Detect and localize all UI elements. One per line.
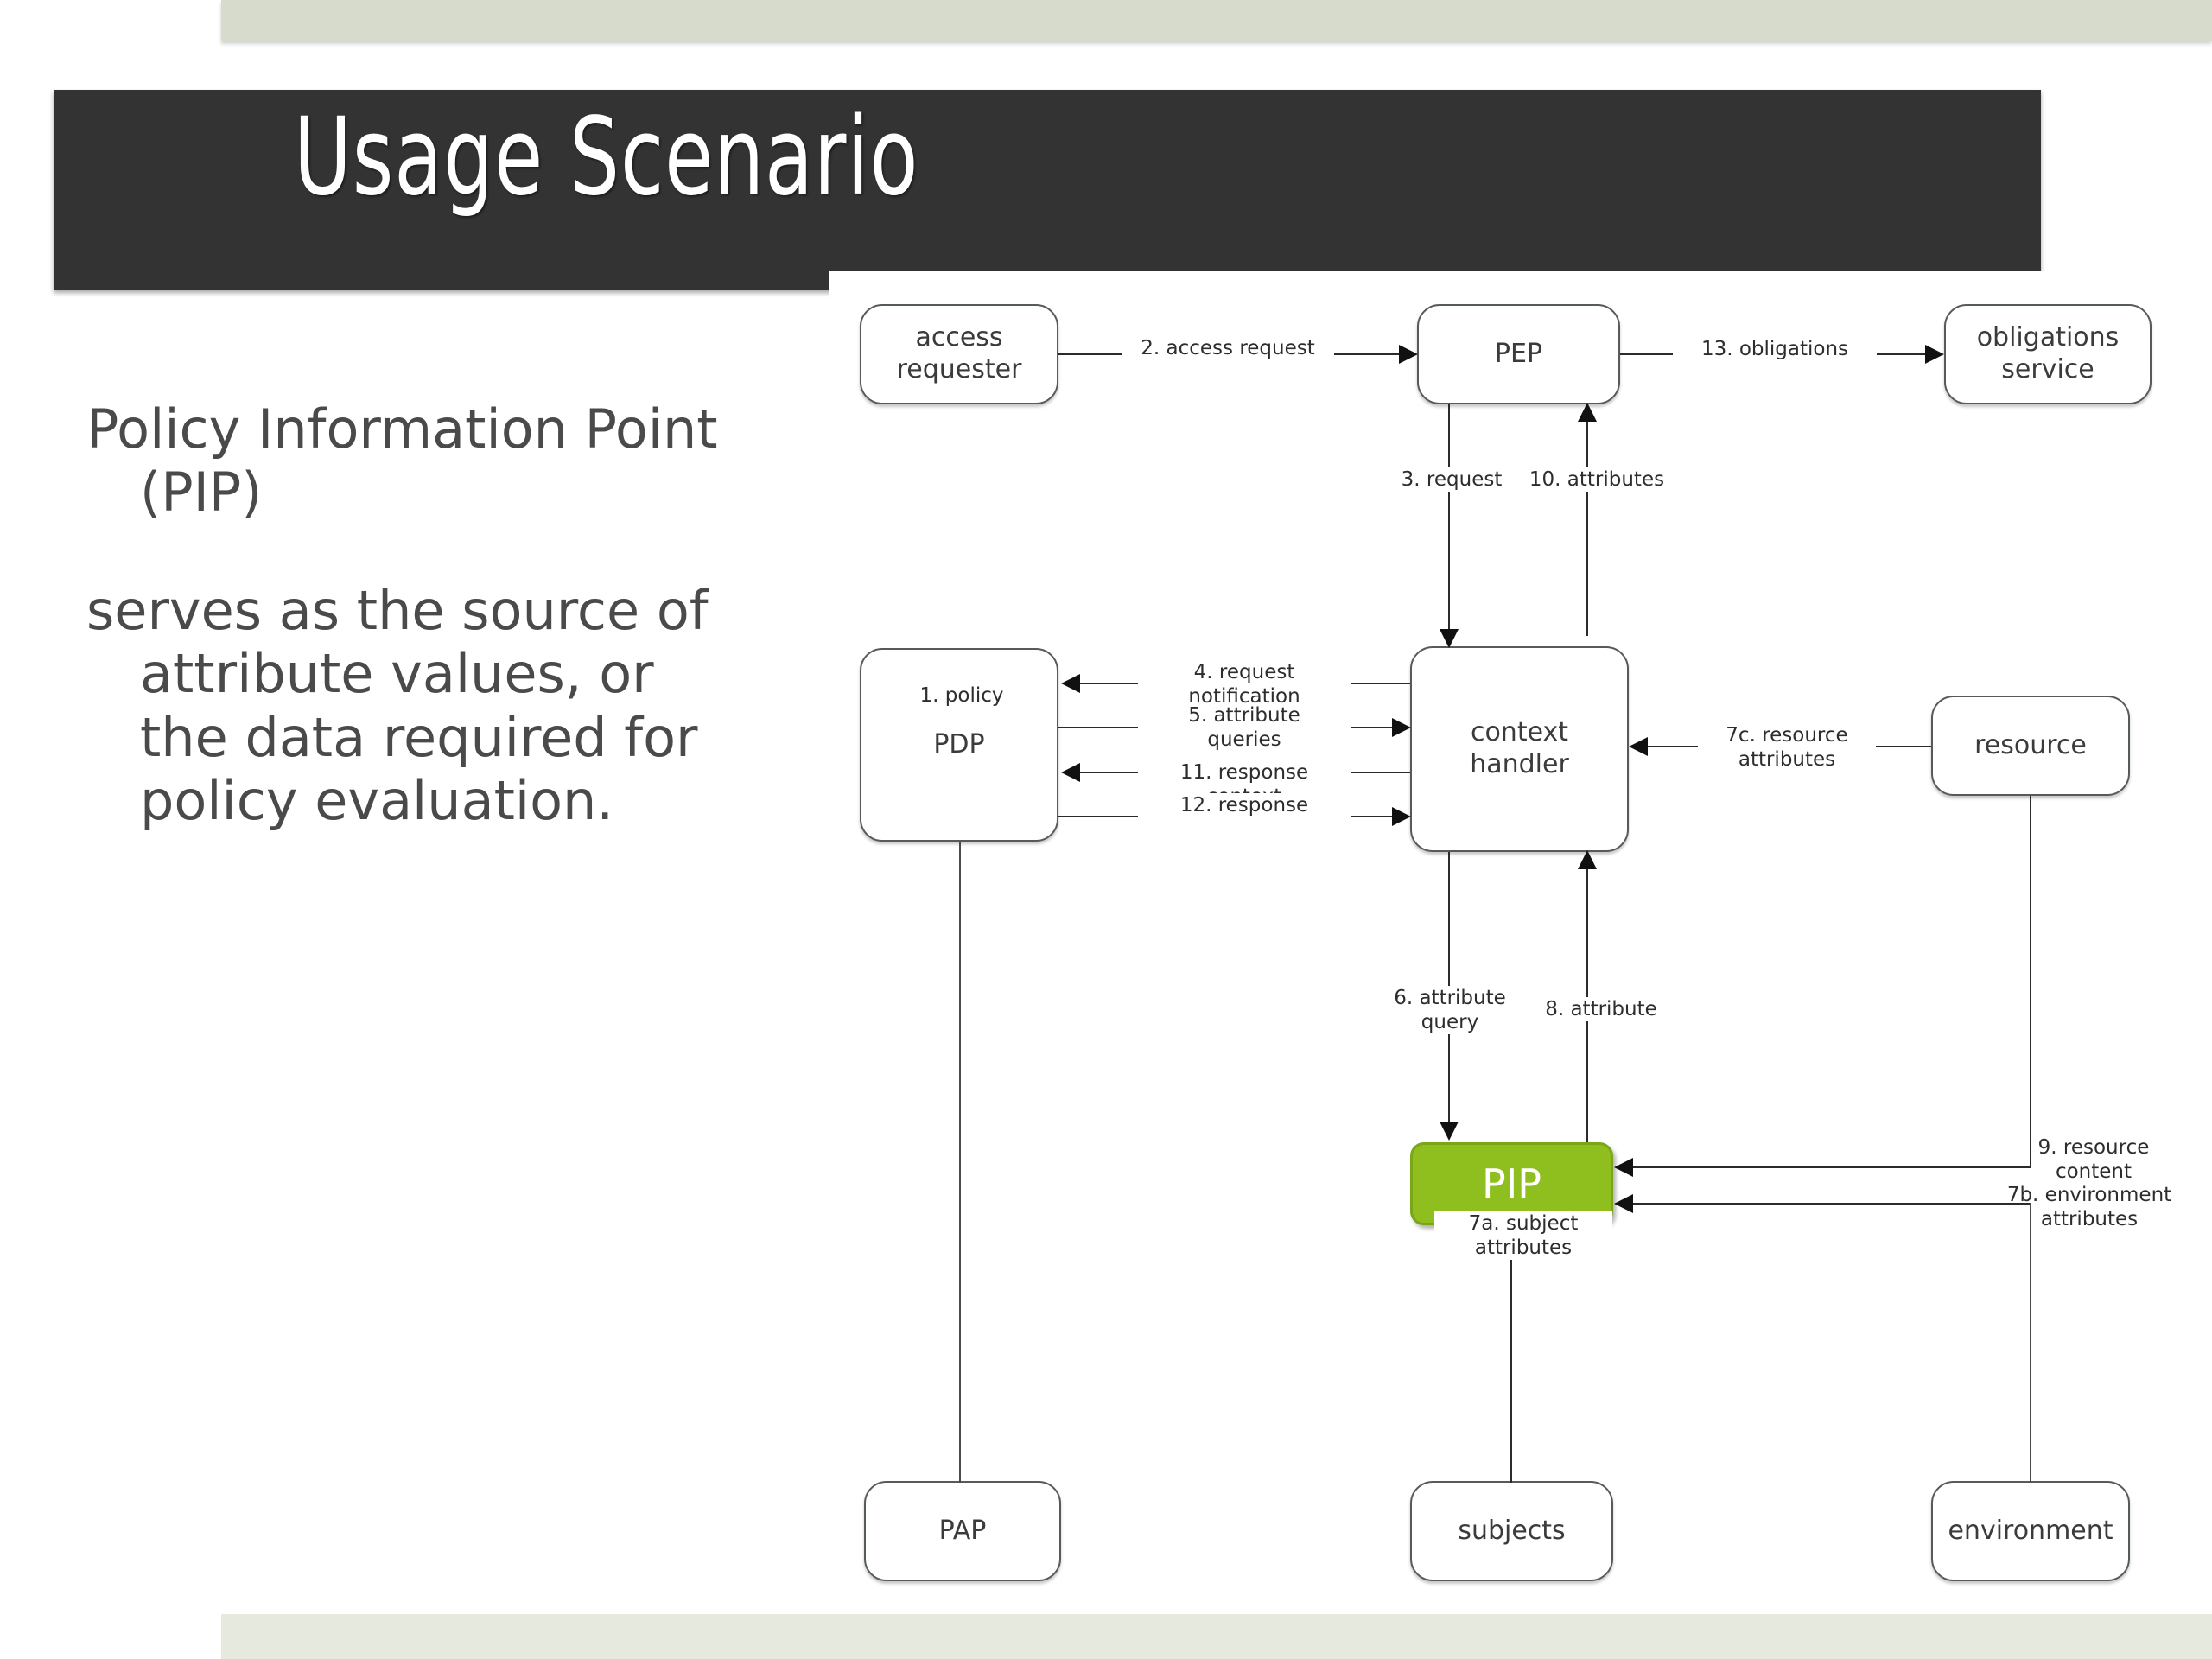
edge-label-11: 12. response	[1138, 793, 1351, 818]
body-paragraph-1-rest: (PIP)	[140, 461, 263, 524]
body-paragraph-1-lead: Policy Information Point	[86, 397, 718, 461]
edge-arrow-7b	[1614, 1194, 1633, 1213]
edge-label-7b: 7b. environment attributes	[2006, 1184, 2172, 1231]
body-paragraph-2-lead: serves as the source of	[86, 579, 709, 643]
node-pdp-label: PDP	[933, 728, 985, 760]
node-pip-label: PIP	[1481, 1160, 1542, 1207]
node-context-handler[interactable]: context handler	[1410, 646, 1629, 852]
edge-line-12	[1586, 420, 1588, 636]
edge-arrow-13	[1925, 345, 1944, 364]
edge-line-1	[959, 842, 961, 1483]
body-paragraph-2-rest: attribute values, or the data required f…	[140, 642, 698, 832]
edge-line-environment-stem	[2030, 1203, 2031, 1483]
node-pap-label: PAP	[938, 1515, 987, 1546]
node-subjects[interactable]: subjects	[1410, 1481, 1613, 1581]
node-access-requester-label: access requester	[896, 322, 1022, 385]
slide-band-top	[221, 0, 2212, 41]
edge-arrow-3	[1440, 629, 1459, 648]
edge-line-7c-vert	[2030, 796, 2031, 1167]
edge-arrow-4	[1061, 674, 1080, 693]
edge-line-3	[1448, 404, 1450, 633]
body-paragraph-1: Policy Information Point (PIP)	[86, 397, 812, 524]
edge-arrow-8	[1578, 850, 1597, 869]
edge-label-7c: 9. resource content	[2037, 1136, 2150, 1184]
edge-arrow-10	[1061, 763, 1080, 782]
edge-label-7a: 7a. subject attributes	[1434, 1211, 1612, 1261]
node-environment[interactable]: environment	[1931, 1481, 2130, 1581]
edge-line-7c-horiz	[1633, 1166, 2031, 1168]
edge-label-3: 3. request	[1369, 467, 1535, 493]
node-pap[interactable]: PAP	[864, 1481, 1061, 1581]
edge-line-7b-horiz	[1633, 1203, 2031, 1205]
page-title: Usage Scenario	[294, 95, 919, 219]
slide-body-text: Policy Information Point (PIP) serves as…	[86, 397, 812, 887]
node-resource-label: resource	[1974, 729, 2087, 760]
edge-label-4: 4. request notification	[1138, 660, 1351, 709]
node-environment-label: environment	[1948, 1515, 2113, 1546]
edge-label-1: 1. policy	[899, 683, 1025, 709]
node-resource[interactable]: resource	[1931, 696, 2130, 796]
edge-arrow-7c	[1614, 1158, 1633, 1177]
edge-label-13: 13. obligations	[1673, 337, 1877, 362]
node-pdp[interactable]: PDP	[860, 648, 1058, 842]
edge-label-6: 6. attribute query	[1365, 986, 1535, 1035]
edge-label-9: 7c. resource attributes	[1698, 723, 1876, 772]
edge-arrow-6	[1440, 1122, 1459, 1141]
edge-arrow-11	[1392, 807, 1411, 826]
edge-label-2: 2. access request	[1122, 336, 1334, 361]
node-pep[interactable]: PEP	[1417, 304, 1620, 404]
xacml-dataflow-diagram: access requester PEP obligations service…	[830, 271, 2212, 1614]
edge-arrow-9	[1629, 737, 1648, 756]
node-pep-label: PEP	[1494, 338, 1543, 369]
node-obligations-service-label: obligations service	[1976, 322, 2120, 385]
edge-line-7a	[1510, 1246, 1512, 1483]
edge-label-8: 8. attribute	[1516, 997, 1686, 1022]
edge-arrow-12	[1578, 403, 1597, 422]
node-context-handler-label: context handler	[1470, 717, 1569, 779]
node-obligations-service[interactable]: obligations service	[1944, 304, 2152, 404]
slide-band-bottom	[221, 1614, 2212, 1659]
node-subjects-label: subjects	[1458, 1515, 1566, 1546]
title-bar	[54, 90, 2041, 290]
edge-arrow-2	[1399, 345, 1418, 364]
node-access-requester[interactable]: access requester	[860, 304, 1058, 404]
edge-label-12: 10. attributes	[1512, 467, 1681, 493]
edge-arrow-5	[1392, 718, 1411, 737]
body-paragraph-2: serves as the source of attribute values…	[86, 579, 812, 832]
edge-label-5: 5. attribute queries	[1138, 703, 1351, 753]
